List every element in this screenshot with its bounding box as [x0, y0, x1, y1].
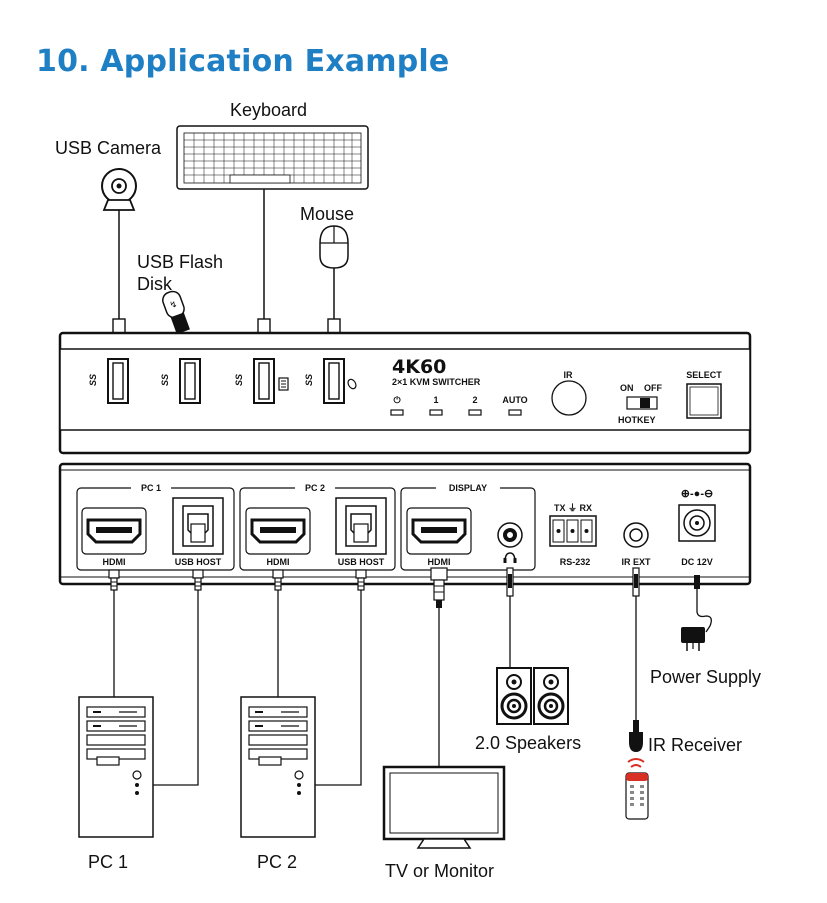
pc1-usb-host-port[interactable]	[172, 497, 224, 555]
usb-camera-label: USB Camera	[55, 138, 162, 158]
rs232-pins-label: TX ⏚ RX	[554, 503, 592, 513]
usb-ss-mark: SS	[88, 374, 98, 386]
led-power	[390, 409, 404, 416]
ir-receiver-icon	[629, 720, 643, 752]
select-button[interactable]	[686, 383, 722, 419]
tv-monitor-label: TV or Monitor	[385, 861, 495, 881]
pc1-hdmi-cable-connector	[108, 569, 120, 591]
dc-label: DC 12V	[681, 557, 713, 567]
led-power-label: ⏻	[393, 395, 401, 405]
usb-port-2[interactable]	[179, 358, 201, 404]
remote-control-icon	[625, 758, 649, 820]
usb-port-3[interactable]	[253, 358, 275, 404]
pc1-tower-icon	[78, 696, 154, 838]
pc2-hdmi-label: HDMI	[267, 557, 290, 567]
led-auto	[508, 409, 522, 416]
mouse-icon	[319, 225, 349, 269]
pc1-usb-host-label: USB HOST	[175, 557, 222, 567]
led-2	[468, 409, 482, 416]
pc2-usb-cable-connector	[355, 569, 367, 591]
top-cables	[118, 189, 335, 319]
audio-cable-plug	[506, 567, 514, 597]
keyboard-label: Keyboard	[230, 100, 308, 120]
display-hdmi-label: HDMI	[428, 557, 451, 567]
pc2-title-gap	[295, 482, 335, 494]
ir-ext-label: IR EXT	[621, 557, 651, 567]
svg-text:↯: ↯	[168, 299, 179, 311]
speaker-left-icon	[495, 666, 533, 726]
headphone-icon	[503, 552, 517, 563]
dc-power-port[interactable]	[678, 504, 716, 542]
select-label: SELECT	[686, 370, 722, 380]
rear-panel	[58, 462, 752, 586]
rear-group-titles: PC 1 PC 2 DISPLAY	[131, 482, 500, 494]
usb-ss-mark: SS	[304, 374, 314, 386]
power-supply-label: Power Supply	[650, 667, 762, 687]
usb-flash-label-line2: Disk	[137, 274, 172, 294]
usb-ss-mark: SS	[234, 374, 244, 386]
pc2-usb-host-port[interactable]	[335, 497, 387, 555]
status-leds	[390, 409, 522, 416]
pc2-hdmi-cable-connector	[272, 569, 284, 591]
tv-monitor-icon	[382, 765, 506, 849]
hotkey-switch[interactable]	[626, 396, 658, 410]
keyboard-icon	[176, 125, 369, 190]
model-label: 2×1 KVM SWITCHER	[392, 377, 481, 387]
ir-receiver-label: IR Receiver	[648, 735, 743, 755]
usb-ss-marks: SS SS SS SS	[88, 374, 314, 386]
ir-sensor	[551, 380, 587, 416]
polarity-label: ⊕-●-⊖	[681, 488, 713, 500]
pc1-group-title: PC 1	[141, 483, 161, 493]
power-adapter-icon	[681, 627, 705, 651]
rs232-label: RS-232	[560, 557, 591, 567]
pc2-group-title: PC 2	[305, 483, 325, 493]
brand-label: 4K60	[392, 356, 446, 378]
led-2-label: 2	[472, 395, 477, 405]
led-labels: ⏻ 1 2 AUTO	[393, 395, 527, 405]
usb-flash-label-line1: USB Flash	[137, 252, 224, 272]
hotkey-label: HOTKEY	[618, 415, 656, 425]
ir-label: IR	[564, 370, 574, 380]
pc1-usb-cable-connector	[192, 569, 204, 591]
front-panel	[58, 331, 752, 455]
pc1-hdmi-label: HDMI	[103, 557, 126, 567]
bottom-cables	[113, 589, 712, 786]
usb-flash-disk-label: USB Flash Disk	[137, 251, 223, 295]
rear-port-labels: HDMI USB HOST HDMI USB HOST HDMI RS-232 …	[103, 488, 714, 567]
led-1-label: 1	[433, 395, 438, 405]
switch-off-label: OFF	[644, 383, 662, 393]
display-title-gap	[436, 482, 500, 494]
pc2-tower-icon	[240, 696, 316, 838]
pc2-hdmi-port[interactable]	[244, 506, 312, 556]
usb-camera-icon	[101, 168, 137, 211]
pc1-title-gap	[131, 482, 171, 494]
pc2-label: PC 2	[257, 852, 298, 872]
usb-port-keyboard-marker-icon	[278, 377, 289, 391]
usb-port-1[interactable]	[107, 358, 129, 404]
led-auto-label: AUTO	[502, 395, 527, 405]
mouse-label: Mouse	[300, 204, 355, 224]
ir-ext-port[interactable]	[623, 522, 649, 548]
speakers-label: 2.0 Speakers	[475, 733, 582, 753]
dc-cable-plug	[694, 575, 700, 589]
usb-port-mouse-marker-icon	[347, 378, 357, 390]
usb-ss-mark: SS	[160, 374, 170, 386]
audio-out-port[interactable]	[497, 522, 523, 548]
pc2-usb-host-label: USB HOST	[338, 557, 385, 567]
display-hdmi-cable-connector	[430, 567, 448, 608]
display-group-title: DISPLAY	[449, 483, 487, 493]
pc1-hdmi-port[interactable]	[80, 506, 148, 556]
speaker-right-icon	[532, 666, 570, 726]
rs232-terminal[interactable]	[549, 515, 597, 547]
switch-on-label: ON	[620, 383, 634, 393]
usb-port-4[interactable]	[323, 358, 345, 404]
ir-cable-plug	[632, 567, 640, 597]
usb-flash-disk-icon: ↯	[162, 290, 190, 335]
pc1-label: PC 1	[88, 852, 129, 872]
led-1	[429, 409, 443, 416]
page-heading: 10. Application Example	[36, 44, 450, 79]
display-hdmi-port[interactable]	[405, 506, 473, 556]
